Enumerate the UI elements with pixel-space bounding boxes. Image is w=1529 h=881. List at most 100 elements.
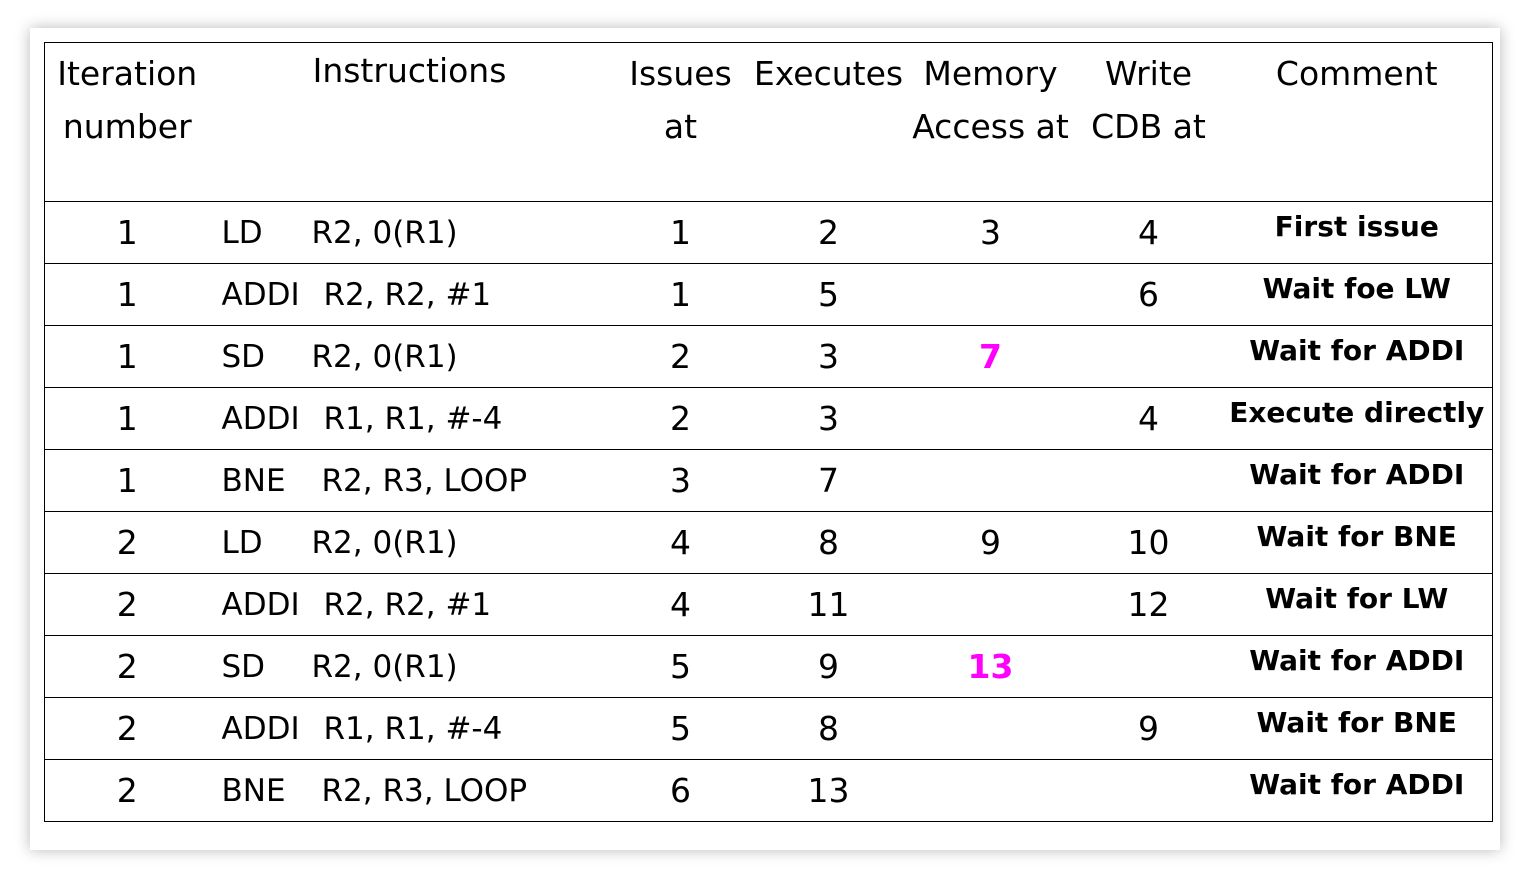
- executes-cell: 3: [751, 325, 906, 388]
- executes-cell: 13: [751, 759, 906, 822]
- iteration-cell: 1: [44, 263, 210, 326]
- instruction-cell: ADDI R2, R2, #1: [209, 263, 610, 326]
- memory-access-cell: [905, 263, 1076, 326]
- pipeline-table: Iteration number Instructions Issues at …: [44, 42, 1493, 822]
- executes-cell: 11: [751, 573, 906, 636]
- write-cdb-cell: 4: [1075, 387, 1222, 450]
- issues-cell: 1: [609, 201, 752, 264]
- instruction-cell: ADDI R1, R1, #-4: [209, 387, 610, 450]
- comment-cell: Wait for ADDI: [1221, 759, 1493, 822]
- executes-cell: 8: [751, 697, 906, 760]
- opcode: ADDI: [221, 276, 300, 313]
- memory-access-cell: 9: [905, 511, 1076, 574]
- issues-cell: 5: [609, 635, 752, 698]
- issues-cell: 3: [609, 449, 752, 512]
- operands: R2, R3, LOOP: [321, 772, 528, 809]
- operands: R1, R1, #-4: [323, 710, 503, 747]
- opcode: ADDI: [221, 586, 300, 623]
- operands: R2, R2, #1: [323, 276, 492, 313]
- comment-cell: Wait foe LW: [1221, 263, 1493, 326]
- memory-access-cell: [905, 449, 1076, 512]
- write-cdb-cell: 12: [1075, 573, 1222, 636]
- executes-cell: 9: [751, 635, 906, 698]
- executes-cell: 7: [751, 449, 906, 512]
- instruction-cell: LD R2, 0(R1): [209, 201, 610, 264]
- iteration-cell: 2: [44, 511, 210, 574]
- iteration-cell: 2: [44, 697, 210, 760]
- header-issues: Issues at: [629, 54, 732, 146]
- header-write-cdb: Write CDB at: [1091, 54, 1206, 146]
- issues-cell: 5: [609, 697, 752, 760]
- header-executes: Executes: [753, 54, 904, 93]
- comment-cell: Wait for ADDI: [1221, 449, 1493, 512]
- opcode: ADDI: [221, 710, 300, 747]
- comment-cell: First issue: [1221, 201, 1493, 264]
- header-instructions: Instructions: [312, 51, 507, 90]
- comment-cell: Wait for BNE: [1221, 511, 1493, 574]
- issues-cell: 2: [609, 387, 752, 450]
- write-cdb-cell: 6: [1075, 263, 1222, 326]
- iteration-cell: 1: [44, 325, 210, 388]
- operands: R2, 0(R1): [311, 648, 458, 685]
- opcode: BNE: [221, 462, 286, 499]
- memory-access-cell: 3: [905, 201, 1076, 264]
- iteration-cell: 1: [44, 449, 210, 512]
- instruction-cell: LD R2, 0(R1): [209, 511, 610, 574]
- iteration-cell: 1: [44, 387, 210, 450]
- memory-access-cell: 13: [905, 635, 1076, 698]
- iteration-cell: 2: [44, 573, 210, 636]
- opcode: ADDI: [221, 400, 300, 437]
- opcode: LD: [221, 524, 263, 561]
- write-cdb-cell: [1075, 449, 1222, 512]
- operands: R2, 0(R1): [311, 524, 458, 561]
- instruction-cell: BNE R2, R3, LOOP: [209, 759, 610, 822]
- memory-access-cell: [905, 387, 1076, 450]
- operands: R2, R2, #1: [323, 586, 492, 623]
- instruction-cell: ADDI R1, R1, #-4: [209, 697, 610, 760]
- operands: R2, R3, LOOP: [321, 462, 528, 499]
- iteration-cell: 2: [44, 635, 210, 698]
- memory-access-cell: [905, 573, 1076, 636]
- comment-cell: Execute directly: [1221, 387, 1493, 450]
- operands: R2, 0(R1): [311, 338, 458, 375]
- operands: R1, R1, #-4: [323, 400, 503, 437]
- iteration-cell: 1: [44, 201, 210, 264]
- comment-cell: Wait for ADDI: [1221, 635, 1493, 698]
- issues-cell: 4: [609, 511, 752, 574]
- executes-cell: 8: [751, 511, 906, 574]
- opcode: BNE: [221, 772, 286, 809]
- instruction-cell: BNE R2, R3, LOOP: [209, 449, 610, 512]
- write-cdb-cell: [1075, 325, 1222, 388]
- opcode: LD: [221, 214, 263, 251]
- comment-cell: Wait for BNE: [1221, 697, 1493, 760]
- memory-access-cell: 7: [905, 325, 1076, 388]
- header-iteration: Iteration number: [57, 54, 198, 146]
- header-comment: Comment: [1275, 54, 1438, 93]
- write-cdb-cell: 4: [1075, 201, 1222, 264]
- issues-cell: 6: [609, 759, 752, 822]
- issues-cell: 4: [609, 573, 752, 636]
- operands: R2, 0(R1): [311, 214, 458, 251]
- comment-cell: Wait for ADDI: [1221, 325, 1493, 388]
- instruction-cell: SD R2, 0(R1): [209, 635, 610, 698]
- executes-cell: 2: [751, 201, 906, 264]
- write-cdb-cell: 10: [1075, 511, 1222, 574]
- opcode: SD: [221, 648, 266, 685]
- write-cdb-cell: [1075, 759, 1222, 822]
- instruction-cell: ADDI R2, R2, #1: [209, 573, 610, 636]
- comment-cell: Wait for LW: [1221, 573, 1493, 636]
- header-memory-access: Memory Access at: [912, 54, 1069, 146]
- write-cdb-cell: 9: [1075, 697, 1222, 760]
